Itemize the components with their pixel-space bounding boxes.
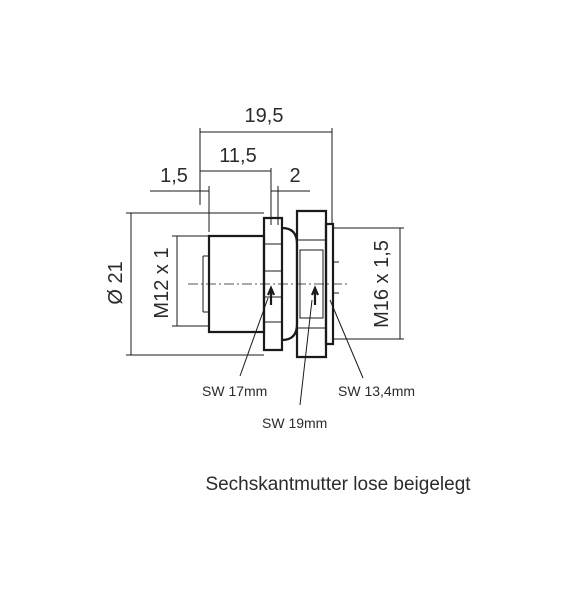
- wrench-leaders: [239, 297, 364, 406]
- label-rear-nut: SW 13,4mm: [338, 383, 415, 399]
- assembly-note: Sechskantmutter lose beigelegt: [205, 474, 471, 495]
- dim-rear-thread: M16 x 1,5: [371, 240, 393, 328]
- dim-right-offset: 2: [289, 165, 300, 187]
- dim-outer-diameter: Ø 21: [105, 261, 127, 304]
- dim-overall-length: 19,5: [245, 105, 284, 127]
- dim-body-length: 11,5: [219, 145, 256, 167]
- dimension-lines: [126, 128, 404, 356]
- label-front-nut: SW 17mm: [202, 383, 267, 399]
- label-flange: SW 19mm: [262, 415, 327, 431]
- connector-body: [188, 209, 350, 359]
- dim-left-offset: 1,5: [160, 165, 188, 187]
- dim-front-thread: M12 x 1: [151, 247, 173, 318]
